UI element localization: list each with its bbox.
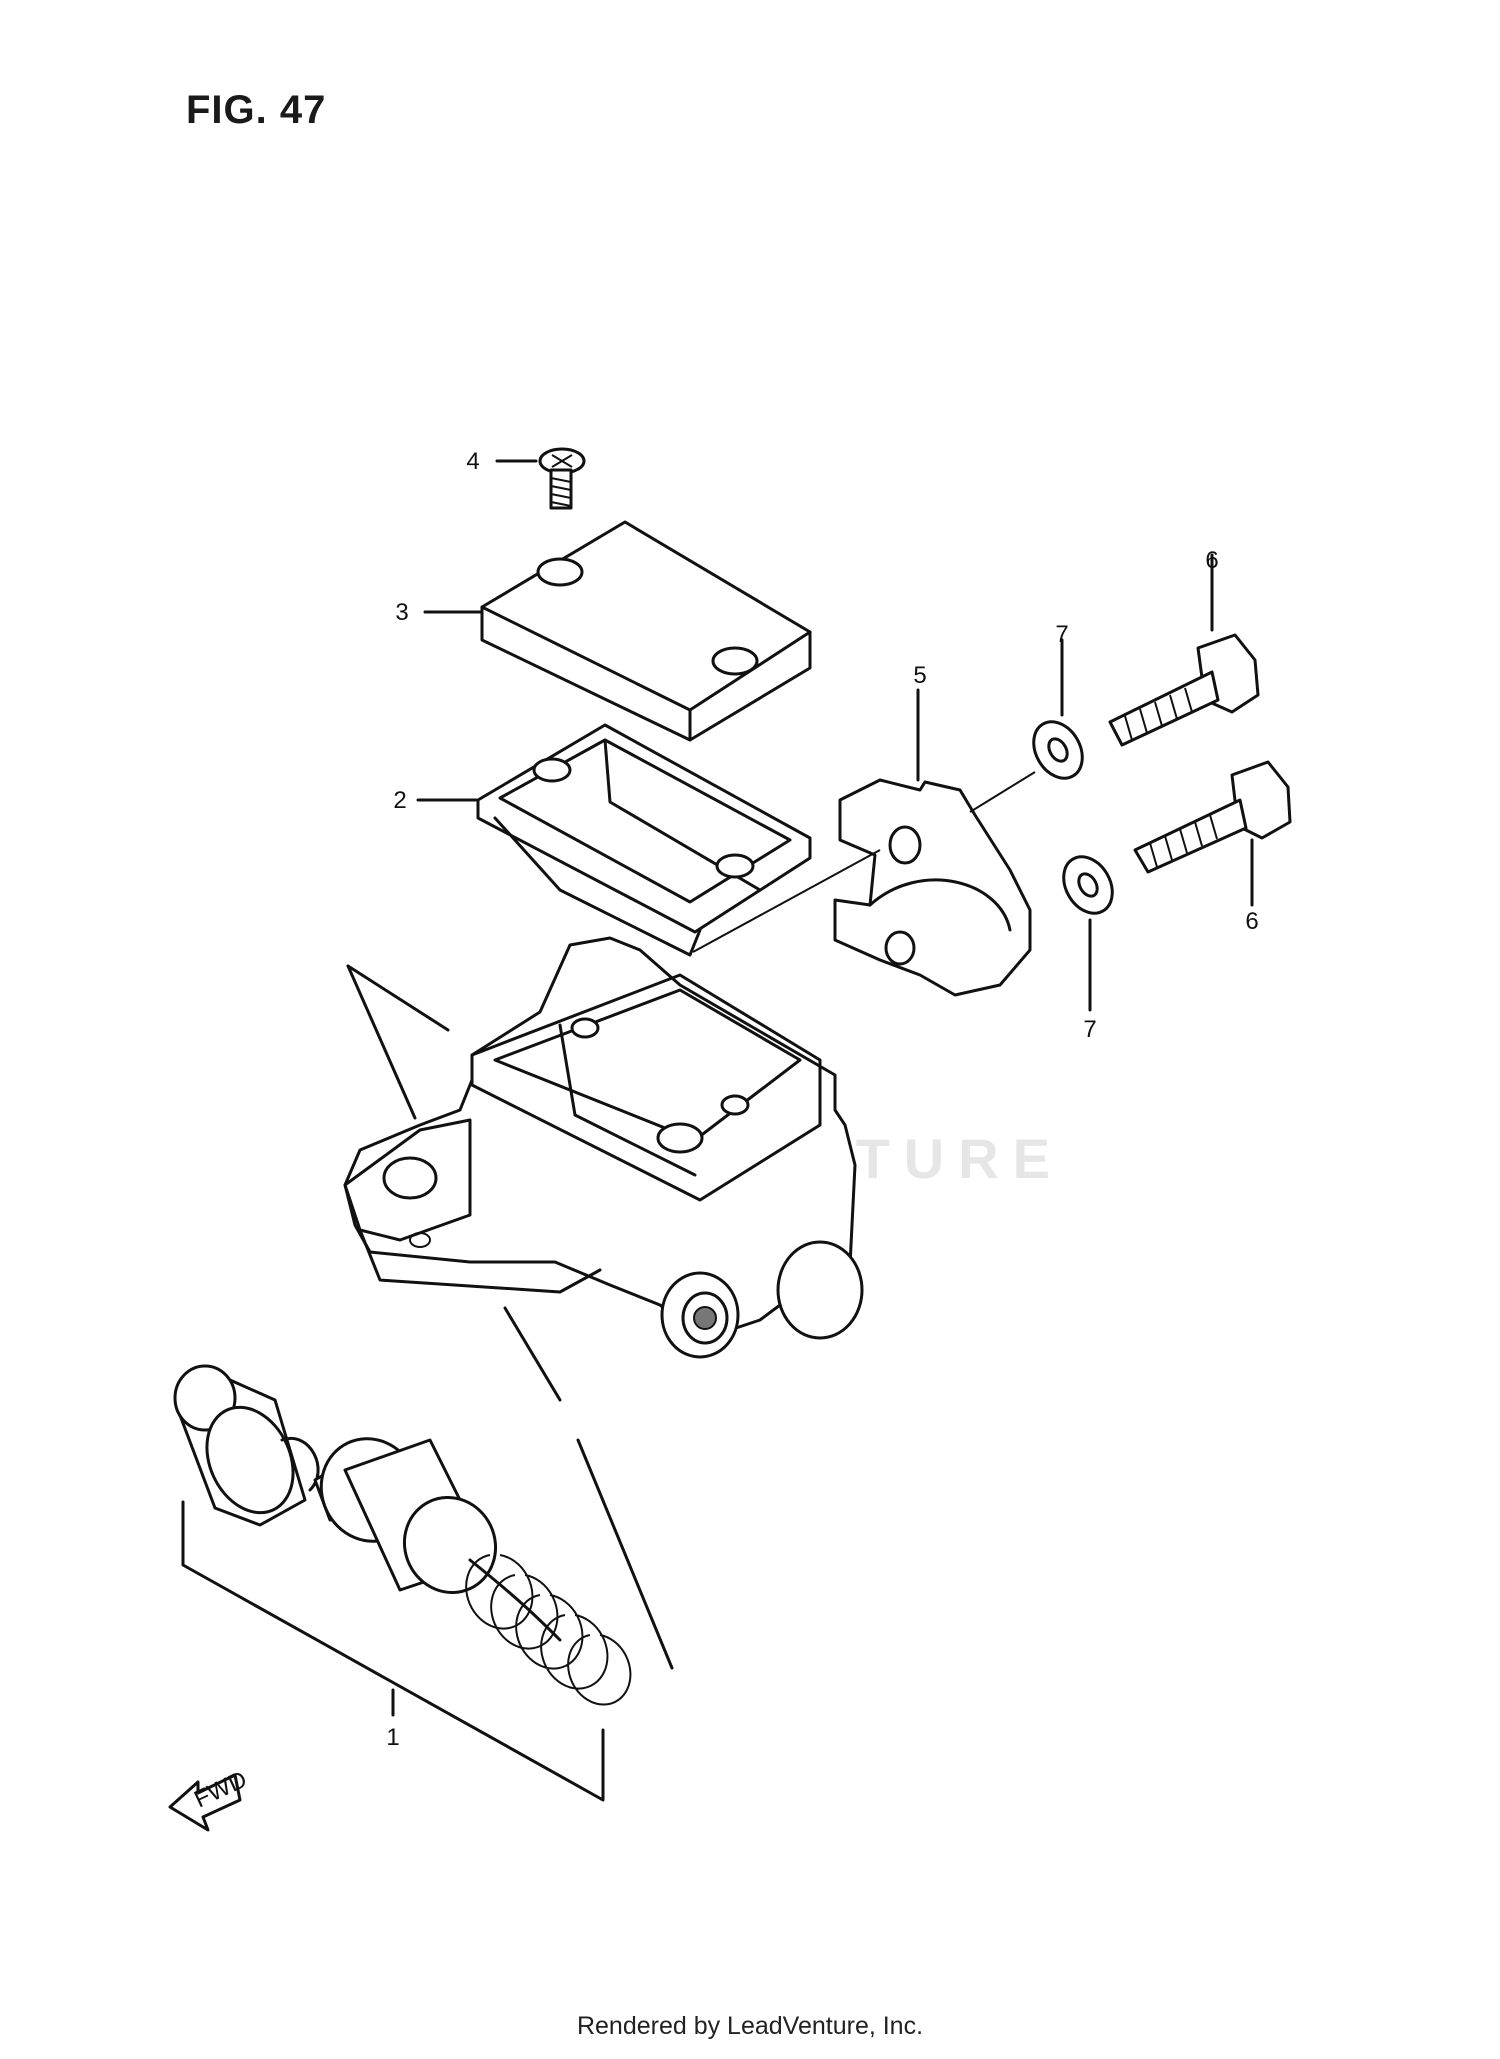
reservoir-cap-part	[480, 520, 812, 742]
assembly-bracket	[181, 1500, 605, 1802]
cap-screw-part	[538, 447, 586, 510]
holder-part	[833, 778, 1032, 997]
fwd-arrow-icon	[168, 1773, 242, 1832]
bolt-upper-part	[1108, 633, 1260, 747]
callout-7-lower: 7	[1083, 1016, 1096, 1043]
washer-upper-part	[1032, 720, 1084, 780]
callout-3: 3	[395, 599, 408, 626]
callout-6-lower: 6	[1245, 908, 1258, 935]
master-cylinder-body	[343, 936, 864, 1359]
callout-6-upper: 6	[1205, 547, 1218, 574]
callout-2: 2	[393, 787, 406, 814]
washer-lower-part	[1062, 855, 1114, 915]
figure-title: FIG. 47	[186, 88, 327, 132]
piston-assembly-part	[173, 1364, 632, 1706]
footer-credit: Rendered by LeadVenture, Inc.	[576, 2012, 924, 2040]
callout-4: 4	[466, 448, 479, 475]
diaphragm-part	[476, 723, 812, 957]
callout-5: 5	[913, 662, 926, 689]
callout-1: 1	[386, 1724, 399, 1751]
bolt-lower-part	[1133, 760, 1292, 874]
callout-7-upper: 7	[1055, 621, 1068, 648]
